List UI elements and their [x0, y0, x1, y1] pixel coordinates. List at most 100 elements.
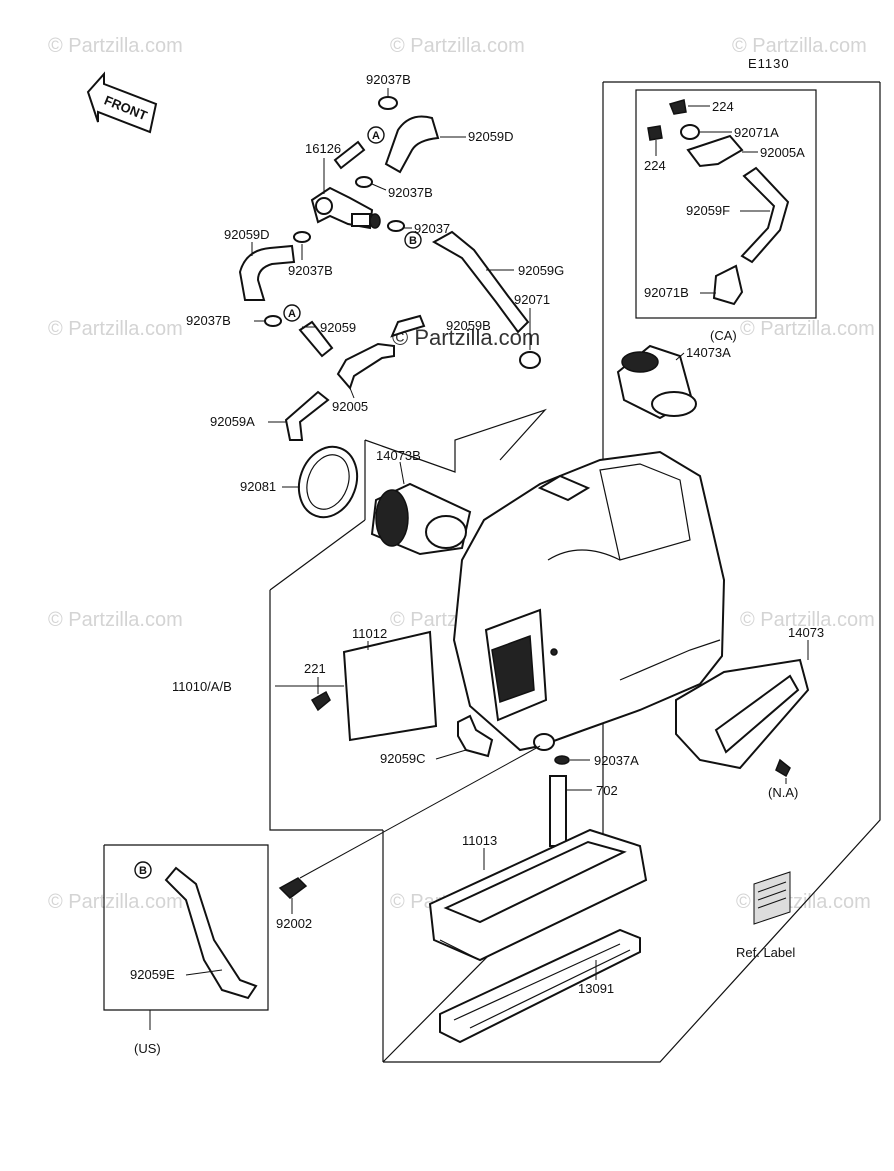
label-224-b: 224: [644, 158, 666, 173]
clamp-92037: [387, 220, 405, 232]
bolt-224-a: [668, 99, 687, 115]
watermark: © Partzilla.com: [48, 318, 183, 340]
clip-92037a: [554, 755, 570, 765]
callout-b-us: B: [134, 861, 152, 879]
frame-13091: [439, 928, 641, 1044]
label-14073a: 14073A: [686, 345, 731, 360]
watermark: © Partzilla.com: [740, 609, 875, 631]
label-92059d-left: 92059D: [224, 227, 270, 242]
label-11012: 11012: [352, 626, 387, 641]
bolt-221: [310, 690, 331, 712]
label-92037b-left: 92037B: [288, 263, 333, 278]
group-boundary-line: [383, 82, 881, 1063]
label-92037b-mid: 92037B: [388, 185, 433, 200]
label-92005a: 92005A: [760, 145, 805, 160]
part-labels: 92037B 92059D 16126 92037B 92037 92059D …: [130, 72, 824, 1056]
group-boundary-line: [269, 519, 366, 591]
group-boundary-line: [364, 408, 547, 473]
label-92059a: 92059A: [210, 414, 255, 429]
label-92037: 92037: [414, 221, 450, 236]
label-92071: 92071: [514, 292, 550, 307]
label-92059b: 92059B: [446, 318, 491, 333]
label-92071b: 92071B: [644, 285, 689, 300]
hose-92059g: [431, 230, 530, 334]
label-702: 702: [596, 783, 618, 798]
callout-b-upper: B: [404, 231, 422, 249]
fitting-92005a: [686, 134, 744, 168]
label-92081: 92081: [240, 479, 276, 494]
label-92059f: 92059F: [686, 203, 730, 218]
hose-92059d-left: [238, 244, 296, 301]
hose-92059a: [284, 390, 330, 441]
tube-702: [549, 775, 567, 847]
bolt-92002: [278, 877, 308, 899]
ring-92081: [297, 445, 359, 519]
hose-92059e: [164, 866, 258, 1000]
label-us: (US): [134, 1041, 161, 1056]
duct-14073b: [370, 482, 472, 556]
label-13091: 13091: [578, 981, 614, 996]
watermark: © Partzilla.com: [48, 35, 183, 57]
label-11013: 11013: [462, 833, 497, 848]
front-arrow-icon: FRONT: [86, 71, 158, 134]
svg-text:A: A: [372, 130, 380, 142]
hose-92059f: [740, 166, 790, 264]
leader-lines: [149, 88, 809, 1030]
cap-92071a: [680, 124, 700, 140]
label-92059: 92059: [320, 320, 356, 335]
fitting-92071b: [712, 264, 744, 306]
label-92059d-top: 92059D: [468, 129, 514, 144]
hose-92059: [298, 320, 334, 358]
hose-16126: [333, 140, 366, 170]
fitting-92005: [336, 342, 395, 390]
label-11010: 11010/A/B: [172, 679, 232, 694]
label-92005: 92005: [332, 399, 368, 414]
svg-text:B: B: [139, 865, 147, 877]
svg-text:B: B: [409, 235, 417, 247]
diagram-code: E1130: [748, 56, 790, 71]
elbow-92059c: [457, 714, 494, 758]
us-group-box: [103, 844, 269, 1011]
label-221: 221: [304, 661, 326, 676]
callout-a-upper: A: [367, 126, 385, 144]
label-92002: 92002: [276, 916, 312, 931]
cover-11012: [342, 630, 438, 742]
callout-a-lower: A: [283, 304, 301, 322]
watermark: © Partzilla.com: [48, 891, 183, 913]
ref-label-icon: [753, 871, 791, 925]
clamp-92037b-mid: [355, 176, 373, 188]
ca-group-box: [635, 89, 817, 319]
group-boundary-line: [269, 686, 383, 831]
svg-text:A: A: [288, 308, 296, 320]
label-92037b-top: 92037B: [366, 72, 411, 87]
plate-14073: [675, 658, 810, 770]
watermark: © Partzilla.com: [740, 318, 875, 340]
label-92059g: 92059G: [518, 263, 564, 278]
label-92059c: 92059C: [380, 751, 426, 766]
airbox-body: [452, 450, 726, 752]
watermark: © Partzilla.com: [48, 609, 183, 631]
watermark: © Partzilla.com: [390, 35, 525, 57]
label-ca: (CA): [710, 328, 737, 343]
label-92037b-lower: 92037B: [186, 313, 231, 328]
clamp-92037b-lower: [264, 315, 282, 327]
label-ref-label: Ref. Label: [736, 945, 795, 960]
element-11013: [428, 828, 648, 962]
label-14073b: 14073B: [376, 448, 421, 463]
hose-92059d-top: [384, 115, 440, 174]
clamp-92037b-left: [293, 231, 311, 243]
label-14073: 14073: [788, 625, 824, 640]
label-na: (N.A): [768, 785, 798, 800]
label-92037a: 92037A: [594, 753, 639, 768]
duct-14073a: [616, 344, 697, 420]
watermark: © Partzilla.com: [732, 35, 867, 57]
label-224-a: 224: [712, 99, 734, 114]
grommet-92071: [519, 351, 541, 369]
watermarks: © Partzilla.com © Partzilla.com © Partzi…: [48, 35, 875, 913]
label-92071a: 92071A: [734, 125, 779, 140]
label-92059e: 92059E: [130, 967, 175, 982]
hose-92059b: [390, 314, 426, 338]
label-16126: 16126: [305, 141, 341, 156]
bolt-224-b: [647, 125, 663, 141]
